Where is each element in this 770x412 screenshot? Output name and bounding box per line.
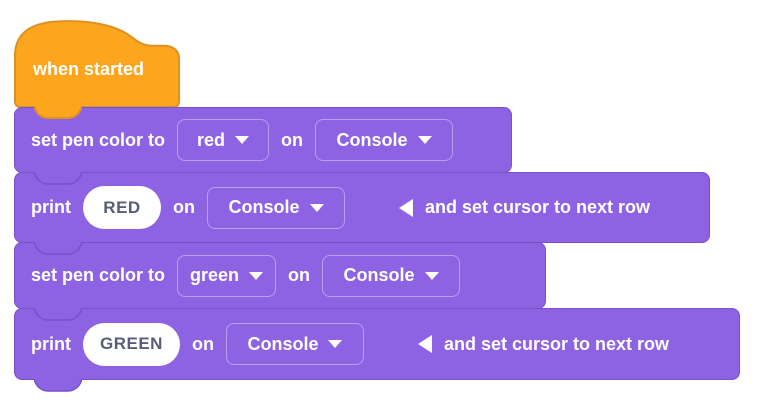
console-dropdown-value: Console <box>336 129 408 150</box>
dropdown-arrow-icon <box>417 136 432 144</box>
console-dropdown-value: Console <box>247 333 319 354</box>
label-set-pen-color-to: set pen color to <box>31 265 166 285</box>
console-dropdown[interactable]: Console <box>322 254 461 297</box>
label-print: print <box>31 197 71 217</box>
console-dropdown-value: Console <box>228 197 300 217</box>
label-on: on <box>288 265 311 285</box>
hat-block-shape <box>14 20 180 108</box>
pen-color-dropdown[interactable]: green <box>177 254 277 297</box>
hat-block-label: when started <box>33 59 145 79</box>
print-value-text: GREEN <box>100 334 163 353</box>
block-set-pen-color-red[interactable]: set pen color to red on Console <box>14 107 512 173</box>
print-value-input[interactable]: GREEN <box>83 322 180 366</box>
dropdown-arrow-icon <box>309 203 324 212</box>
print-value-input[interactable]: RED <box>83 186 161 229</box>
label-set-pen-color-to: set pen color to <box>31 129 166 150</box>
label-on: on <box>191 333 214 354</box>
label-on: on <box>173 197 195 217</box>
collapse-arrow-icon[interactable] <box>399 198 413 217</box>
label-print: print <box>31 333 71 354</box>
dropdown-arrow-icon <box>328 340 343 348</box>
console-dropdown[interactable]: Console <box>315 119 454 161</box>
dropdown-arrow-icon <box>424 271 439 280</box>
block-print-red[interactable]: print RED on Console and set cursor to n… <box>14 172 710 243</box>
pen-color-dropdown-value: red <box>197 129 226 150</box>
console-dropdown-value: Console <box>343 265 415 285</box>
print-value-text: RED <box>103 197 141 217</box>
label-set-cursor-next-row: and set cursor to next row <box>443 333 670 354</box>
pen-color-dropdown-value: green <box>190 265 240 285</box>
dropdown-arrow-icon <box>249 271 264 280</box>
collapse-arrow-icon[interactable] <box>417 335 432 353</box>
label-on: on <box>281 129 304 150</box>
console-dropdown[interactable]: Console <box>207 186 345 229</box>
block-when-started[interactable]: when started <box>14 20 180 108</box>
stack-bump-connector-icon <box>34 379 82 392</box>
block-print-green[interactable]: print GREEN on Console and set cursor to… <box>14 308 740 380</box>
label-set-cursor-next-row: and set cursor to next row <box>425 197 651 217</box>
pen-color-dropdown[interactable]: red <box>177 119 270 161</box>
block-set-pen-color-green[interactable]: set pen color to green on Console <box>14 242 546 309</box>
dropdown-arrow-icon <box>235 136 250 144</box>
console-dropdown[interactable]: Console <box>225 323 364 365</box>
